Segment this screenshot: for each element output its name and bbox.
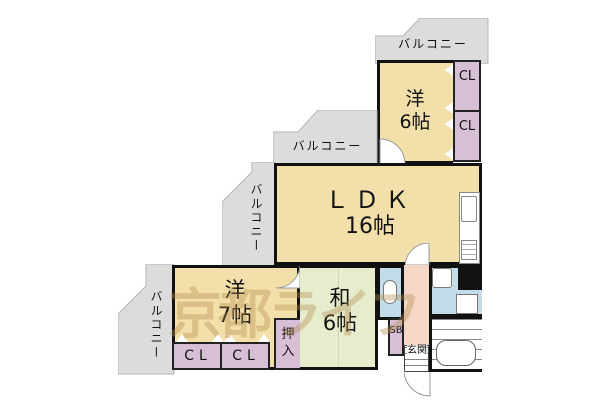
balcony-left-vertical-shape <box>222 162 276 266</box>
door-swing-icon-ldk <box>405 243 430 266</box>
shaft-wall <box>458 265 482 290</box>
western-6-type: 洋 <box>405 88 425 110</box>
kitchen-sink-icon <box>461 196 477 222</box>
door-swing-icon-western7 <box>275 266 300 289</box>
ldk-type: ＬＤＫ <box>325 186 415 214</box>
closet-top-1-text: CL <box>456 68 478 85</box>
japanese-size: 6帖 <box>322 311 358 335</box>
closet-top-2-label: CL <box>458 119 476 134</box>
balcony-middle-label: バルコニー <box>292 139 363 153</box>
door-swing-icon <box>379 138 406 164</box>
washbasin-icon <box>432 268 452 288</box>
closet-bottom-2 <box>220 342 270 370</box>
western-7-type: 洋 <box>224 278 246 302</box>
entrance-door-swing-icon <box>404 370 431 397</box>
closet-bottom-1 <box>172 342 222 370</box>
room-ldk <box>274 163 482 265</box>
closet-bottom-1-label: CL <box>184 348 212 364</box>
balcony-bottom-left-label: バルコニー <box>149 290 163 360</box>
watermark-logo: 京都ライフ <box>168 283 422 346</box>
balcony-left-vertical-label: バルコニー <box>249 183 263 253</box>
ldk-size: 16帖 <box>345 214 395 239</box>
sliding-door-marks <box>445 64 453 160</box>
bathtub-icon <box>436 340 476 366</box>
washer-icon <box>456 294 478 314</box>
balcony-middle-shape <box>273 110 378 165</box>
balcony-top-shape <box>375 18 489 64</box>
oshiire-label: 押入 <box>281 327 295 359</box>
closet-top-2 <box>453 110 481 162</box>
western-7-size: 7帖 <box>217 303 253 327</box>
japanese-type: 和 <box>329 286 351 310</box>
hallway <box>404 265 429 345</box>
closet-bottom-2-label: CL <box>232 348 260 364</box>
room-japanese-6 <box>300 265 378 370</box>
toilet-icon <box>383 280 397 304</box>
sliding-door-marks-bottom <box>176 334 270 342</box>
balcony-bottom-left-shape <box>118 264 175 375</box>
balcony-top-label: バルコニー <box>398 37 468 51</box>
shoe-box-label: SB <box>389 325 403 336</box>
western-6-size: 6帖 <box>399 111 431 133</box>
shoe-box <box>388 318 404 356</box>
stove-icon <box>461 240 477 260</box>
entrance-label: 玄関 <box>407 345 427 357</box>
